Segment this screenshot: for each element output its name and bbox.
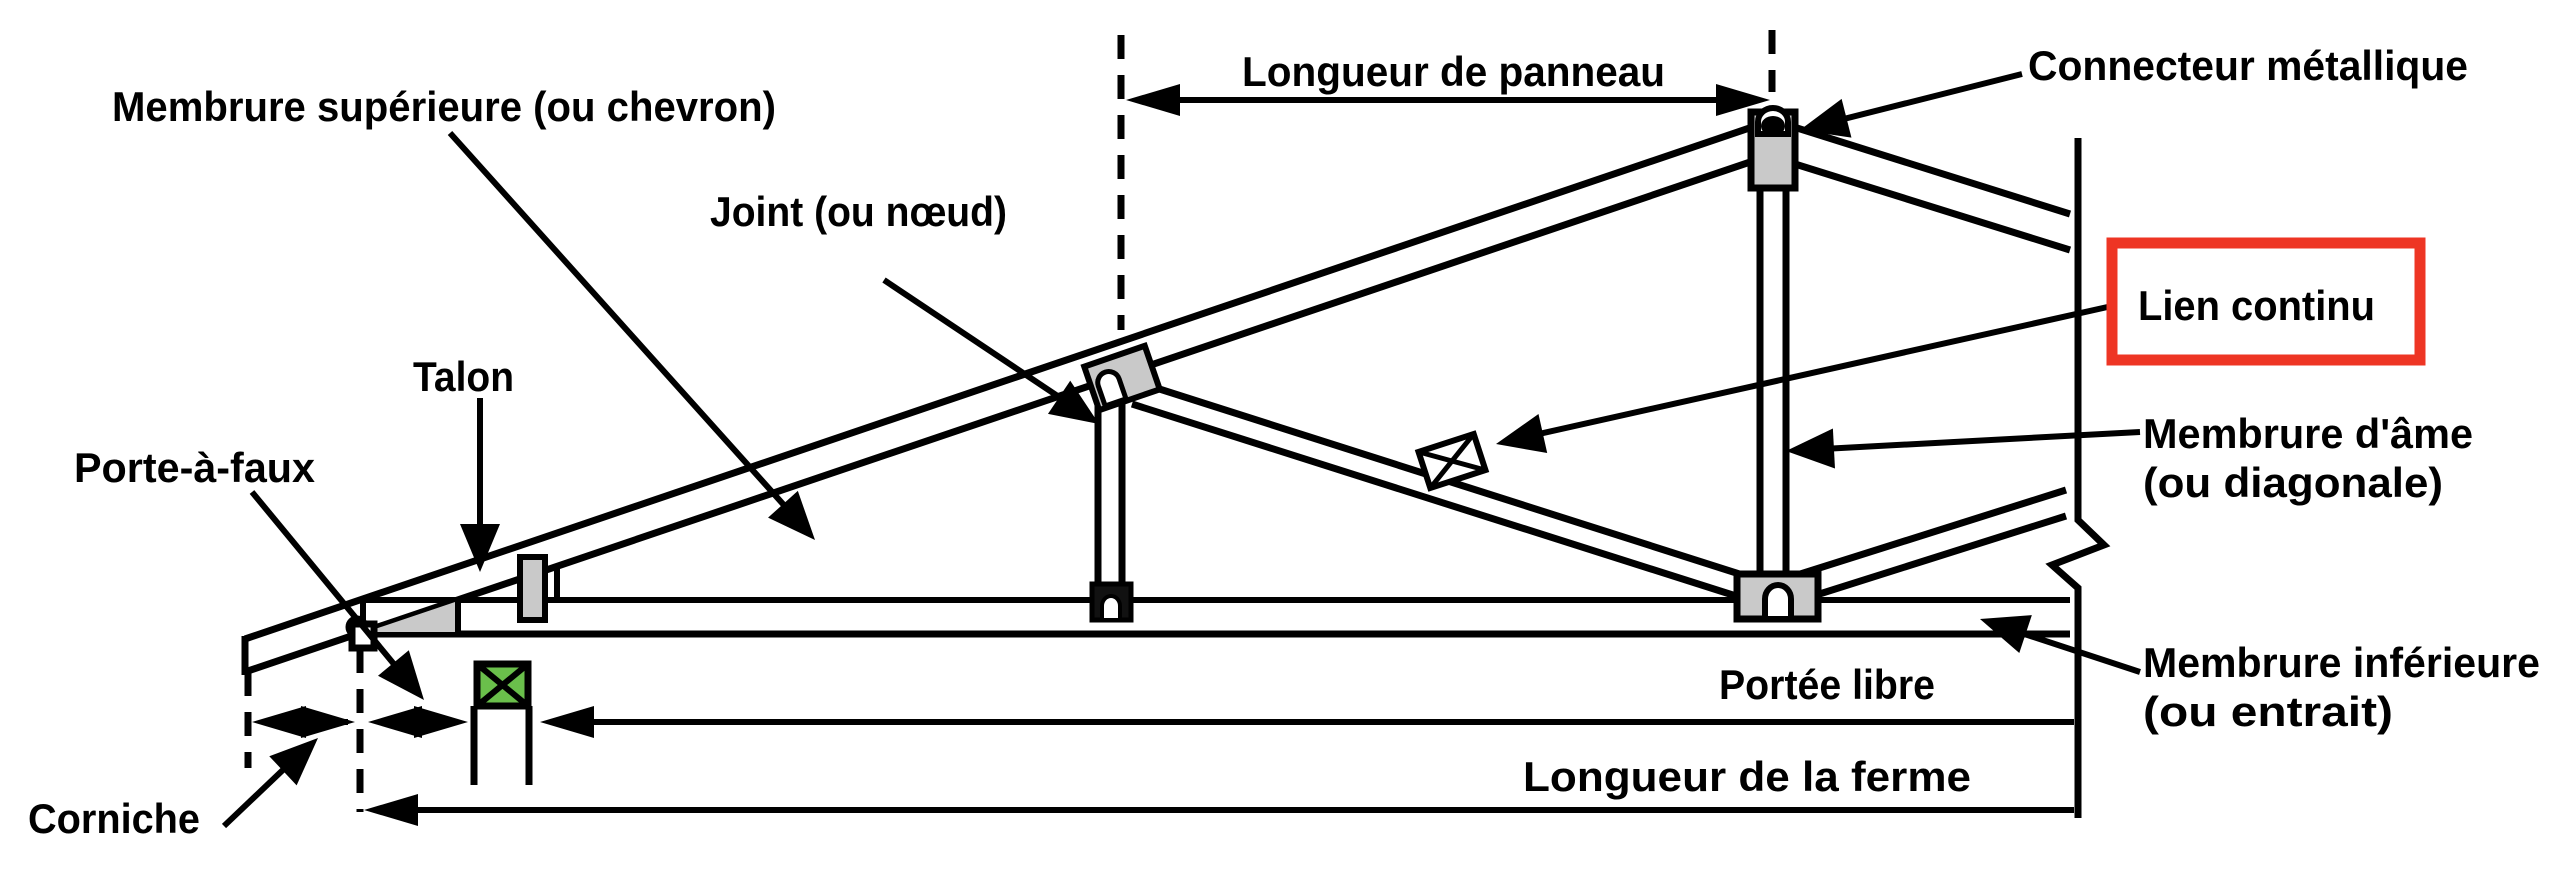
label-cornice: Corniche [28,795,200,842]
label-heel: Talon [413,353,514,400]
heel-plate [366,601,461,632]
label-web-member-line2: (ou diagonale) [2143,459,2443,506]
continuous-brace-marker [1414,430,1490,492]
cantilever-dimension [368,706,468,738]
label-joint: Joint (ou nœud) [710,188,1007,235]
left-web-bottom-plate [1089,581,1134,623]
label-cantilever: Porte-à-faux [74,444,316,491]
top-chord-member [241,116,1775,676]
top-chord-callout-arrow [447,130,815,540]
bearing-block-icon [473,660,532,710]
label-bottom-chord-line2: (ou entrait) [2143,688,2393,735]
label-top-chord: Membrure supérieure (ou chevron) [112,83,776,130]
label-panel-length: Longueur de panneau [1242,48,1665,95]
metal-connector-callout-arrow [1800,71,2023,138]
truss-length-dimension [364,794,2074,826]
continuous-brace-highlight-box [2106,237,2426,366]
left-vertical-web-member [1094,388,1126,600]
heel-vertical-connector-plate [517,554,548,623]
cantilever-callout-arrow [249,490,424,700]
cornice-callout-arrow [221,738,318,829]
right-diagonal-web-member [1792,486,2068,601]
wall-break-line [2045,138,2111,818]
continuous-brace-callout-arrow [1496,303,2113,454]
label-truss-length: Longueur de la ferme [1523,753,1971,800]
clear-span-dimension [540,706,2074,738]
heel-callout-arrow [460,398,500,572]
right-slope-member [1776,118,2072,254]
bearing-wall-post [470,706,533,785]
panel-length-dimension [1126,84,1770,116]
diagonal-web-member [1130,382,1754,600]
cornice-dimension [252,706,355,738]
web-member-callout-arrow [1786,428,2141,469]
bottom-chord-callout-arrow [1980,615,2141,675]
king-post-bottom-plate [1733,570,1822,623]
joint-connector-plate [1080,342,1164,414]
peak-metal-connector [1747,105,1799,192]
label-metal-connector: Connecteur métallique [2028,42,2468,89]
label-web-member-line1: Membrure d'âme [2143,410,2473,457]
joint-callout-arrow [882,277,1099,424]
label-clear-span: Portée libre [1719,661,1935,708]
label-continuous-brace: Lien continu [2138,282,2375,329]
label-bottom-chord-line1: Membrure inférieure [2143,639,2540,686]
